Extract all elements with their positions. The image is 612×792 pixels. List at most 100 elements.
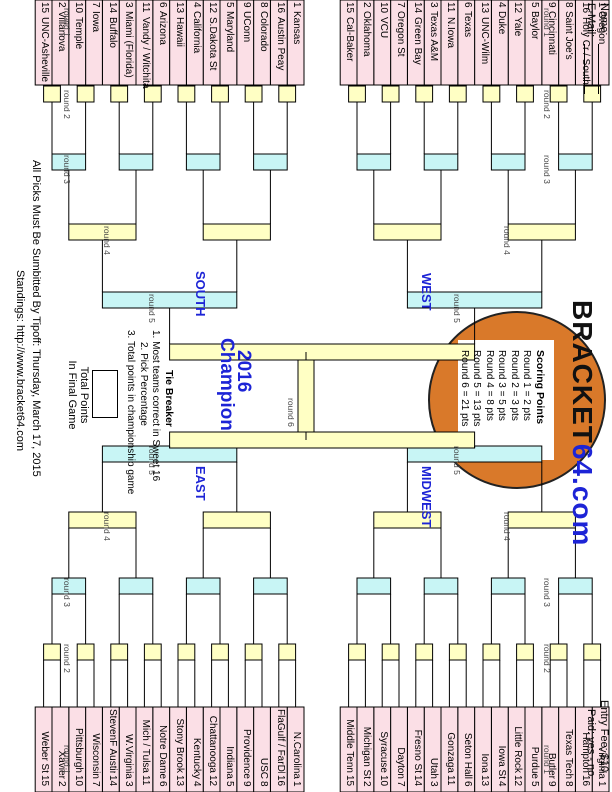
pick-slot-r2[interactable] xyxy=(482,85,501,103)
team-name: UConn xyxy=(241,11,253,43)
team-seed: 16 xyxy=(579,775,591,787)
pick-slot-r3[interactable] xyxy=(423,153,459,171)
pick-slot-r2[interactable] xyxy=(110,85,129,103)
pick-slot-r3[interactable] xyxy=(558,153,593,171)
pick-slot-r4[interactable] xyxy=(202,223,271,241)
round-label-r5: round 5 xyxy=(452,446,462,475)
pick-slot-r2[interactable] xyxy=(583,643,602,661)
pick-slot-r3[interactable] xyxy=(423,577,459,595)
champion-slot[interactable] xyxy=(297,359,315,433)
pick-slot-r3[interactable] xyxy=(253,153,288,171)
team-name: Oklahoma xyxy=(361,11,373,57)
pick-slot-r3[interactable] xyxy=(356,577,392,595)
scoring-line: Round 5 = 13 pts xyxy=(471,350,483,427)
pick-slot-r2[interactable] xyxy=(177,643,196,661)
pick-slot-r3[interactable] xyxy=(558,577,593,595)
team-seed: 2 xyxy=(361,2,373,8)
pick-slot-r2[interactable] xyxy=(76,643,95,661)
pick-slot-r3[interactable] xyxy=(490,577,526,595)
team-name: Chattanooga xyxy=(207,715,219,773)
pick-slot-r2[interactable] xyxy=(211,85,229,103)
pick-slot-r2[interactable] xyxy=(381,643,400,661)
final-four-slot-left[interactable] xyxy=(169,343,476,361)
team-seed: 9 xyxy=(546,781,558,787)
pick-slot-r3[interactable] xyxy=(185,577,221,595)
pick-slot-r2[interactable] xyxy=(448,85,467,103)
pick-slot-r2[interactable] xyxy=(415,85,434,103)
pick-slot-r3[interactable] xyxy=(253,577,288,595)
round-label-r2: round 2 xyxy=(542,90,552,119)
round-label-r1: round 1 xyxy=(62,8,72,37)
team-name: UNC-Wilm xyxy=(478,17,490,65)
pick-slot-r2[interactable] xyxy=(43,643,61,661)
team-seed: 9 xyxy=(241,781,253,787)
pick-slot-r3[interactable] xyxy=(118,153,154,171)
name-line[interactable] xyxy=(598,44,599,94)
team-seed: 15 xyxy=(344,2,356,14)
pick-slot-r4[interactable] xyxy=(507,223,576,241)
pick-slot-r2[interactable] xyxy=(549,643,568,661)
pick-slot-r3[interactable] xyxy=(185,153,221,171)
pick-slot-r2[interactable] xyxy=(278,643,297,661)
team-seed: 14 xyxy=(106,775,118,787)
pick-slot-r2[interactable] xyxy=(415,643,434,661)
region-east: EAST xyxy=(193,466,208,501)
pick-slot-r2[interactable] xyxy=(516,85,534,103)
pick-slot-r4[interactable] xyxy=(373,223,442,241)
pick-slot-r5[interactable] xyxy=(101,291,238,309)
pick-slot-r2[interactable] xyxy=(177,85,196,103)
pick-slot-r2[interactable] xyxy=(43,85,61,103)
team-seed: 4 xyxy=(190,2,202,8)
pick-slot-r3[interactable] xyxy=(356,153,392,171)
round-label-r4: round 4 xyxy=(102,512,112,541)
team-name: Vandy / Witchita xyxy=(140,17,152,89)
pick-slot-r3[interactable] xyxy=(118,577,154,595)
round-label-r1: round 1 xyxy=(542,8,552,37)
pick-slot-r2[interactable] xyxy=(76,85,95,103)
team-seed: 4 xyxy=(495,2,507,8)
team-name: Saint Joe's xyxy=(562,11,574,60)
team-name: Green Bay xyxy=(411,17,423,65)
team-name: Duke xyxy=(495,11,507,35)
team-seed: 11 xyxy=(445,2,457,13)
pick-slot-r3[interactable] xyxy=(490,153,526,171)
pick-slot-r2[interactable] xyxy=(110,643,129,661)
scoring-line: Round 4 = 8 pts xyxy=(484,350,495,421)
final-four-slot-right[interactable] xyxy=(169,431,476,449)
pick-slot-r2[interactable] xyxy=(516,643,534,661)
pick-slot-r2[interactable] xyxy=(348,643,366,661)
team-name: Holy Cr / South xyxy=(579,17,591,85)
total-points-input[interactable] xyxy=(92,370,118,418)
pick-slot-r2[interactable] xyxy=(278,85,297,103)
tie-breaker-title: Tie Breaker xyxy=(163,370,175,428)
pick-slot-r2[interactable] xyxy=(448,643,467,661)
pick-slot-r2[interactable] xyxy=(482,643,501,661)
round-label-r5: round 5 xyxy=(452,294,462,323)
team-name: Little Rock xyxy=(512,726,524,773)
pick-slot-r2[interactable] xyxy=(143,643,162,661)
pick-slot-r2[interactable] xyxy=(381,85,400,103)
team-seed: 7 xyxy=(394,781,406,787)
team-name: Austin Peay xyxy=(274,17,286,71)
team-seed: 3 xyxy=(428,781,440,787)
team-seed: 12 xyxy=(512,775,524,787)
pick-slot-r2[interactable] xyxy=(244,643,263,661)
team-seed: 4 xyxy=(190,781,202,787)
pick-slot-r2[interactable] xyxy=(244,85,263,103)
team-seed: 16 xyxy=(579,2,591,14)
team-seed: 8 xyxy=(562,781,574,787)
round-label-r6: round 6 xyxy=(286,398,296,427)
team-name: Providence xyxy=(241,728,253,779)
pick-slot-r4[interactable] xyxy=(202,511,271,529)
pick-slot-r2[interactable] xyxy=(549,85,568,103)
pick-slot-r2[interactable] xyxy=(211,643,229,661)
team-seed: 13 xyxy=(173,2,185,14)
team-name: Colorado xyxy=(257,11,269,52)
region-midwest: MIDWEST xyxy=(419,466,434,528)
pick-slot-r2[interactable] xyxy=(348,85,366,103)
footer-deadline: All Picks Must Be Sumbitted By Tipoff: T… xyxy=(30,160,42,477)
scoring-line: Round 3 = 5 pts xyxy=(496,350,508,421)
round-label-r3: round 3 xyxy=(62,155,72,184)
